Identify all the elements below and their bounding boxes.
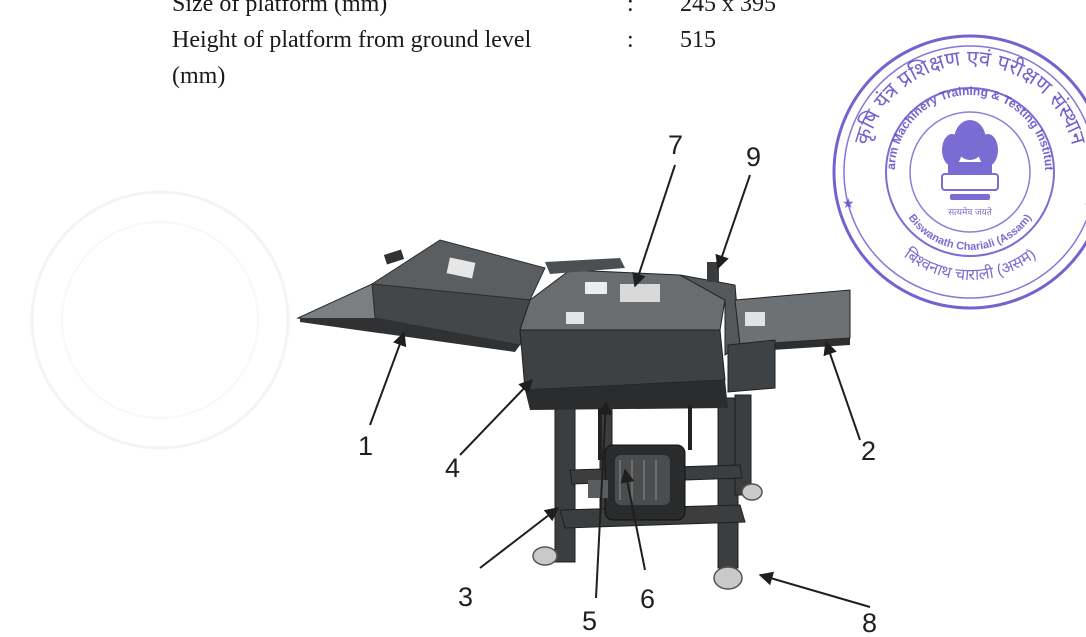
seal-star-left: ★ [842,195,855,211]
callout-4: 4 [445,453,460,483]
faint-watermark [30,190,290,450]
outlet-chute [679,262,851,393]
callout-3: 3 [458,582,473,612]
spec-label: Height of platform from ground level [172,27,532,53]
spec-value: 245 x 395 [680,0,776,17]
callout-8: 8 [862,608,877,637]
callout-9: 9 [746,142,761,172]
spec-separator: : [627,27,634,53]
spec-row-platform-size: Size of platform (mm) : 245 x 395 [172,0,776,19]
callout-5: 5 [582,606,597,636]
spec-label: (mm) [172,63,226,89]
callout-7: 7 [668,130,683,160]
spec-value: 515 [680,27,716,53]
chaff-cutter-machine [296,239,851,590]
spec-row-unit: (mm) [172,62,225,91]
cutter-housing [519,258,728,410]
emblem-icon [941,120,999,200]
seal-star-right: ★ [1084,197,1086,213]
spec-separator: : [627,0,634,17]
callout-numbers: 1 2 3 4 5 6 7 8 9 [358,130,877,637]
institute-seal: कृषि यंत्र प्रशिक्षण एवं परीक्षण संस्थान… [0,0,1086,310]
callout-6: 6 [640,584,655,614]
callout-2: 2 [861,436,876,466]
callout-1: 1 [358,431,373,461]
callout-lines [369,164,871,608]
caster-wheels [532,483,763,590]
seal-motto: सत्यमेव जयते [948,206,993,217]
feed-tray [296,239,546,352]
spec-label: Size of platform (mm) [172,0,388,17]
spec-row-platform-height: Height of platform from ground level : 5… [172,26,716,55]
drive-shaft [598,405,692,460]
